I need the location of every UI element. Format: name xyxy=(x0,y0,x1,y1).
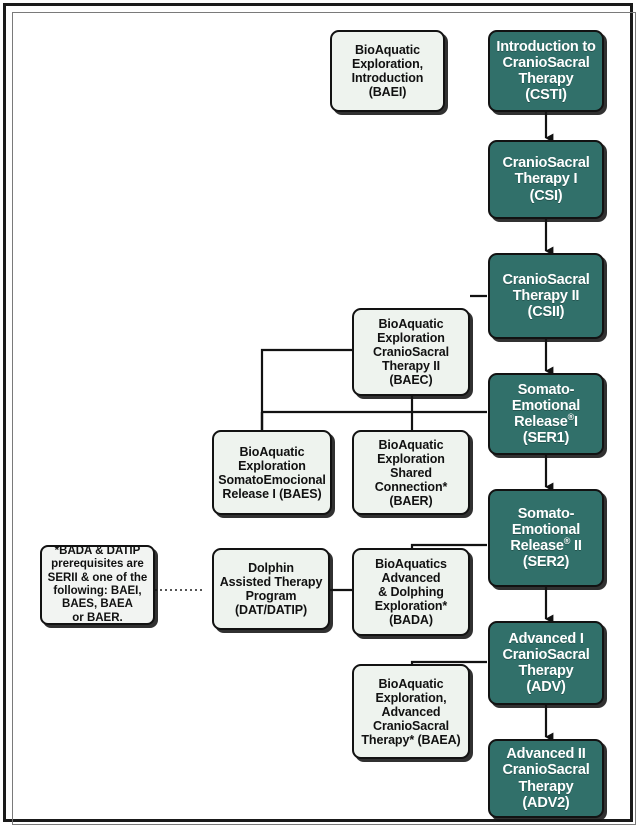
node-baec-label: BioAquaticExplorationCranioSacralTherapy… xyxy=(373,317,449,387)
node-baei[interactable]: BioAquaticExploration,Introduction(BAEI) xyxy=(330,30,445,112)
node-csi[interactable]: CranioSacralTherapy I(CSI) xyxy=(488,140,604,219)
node-baea[interactable]: BioAquaticExploration,AdvancedCranioSacr… xyxy=(352,664,470,759)
node-ser1-label: Somato-EmotionalRelease®I(SER1) xyxy=(511,381,581,447)
node-csii-label: CranioSacralTherapy II(CSII) xyxy=(502,271,590,321)
node-baei-label: BioAquaticExploration,Introduction(BAEI) xyxy=(351,43,424,99)
node-adv[interactable]: Advanced ICranioSacralTherapy(ADV) xyxy=(488,621,604,705)
node-csti-label: Introduction toCranioSacralTherapy(CSTI) xyxy=(496,38,596,104)
node-baer[interactable]: BioAquaticExplorationSharedConnection*(B… xyxy=(352,430,470,515)
node-csi-label: CranioSacralTherapy I(CSI) xyxy=(502,155,590,204)
node-baes-label: BioAquaticExplorationSomatoEmocionalRele… xyxy=(218,444,326,501)
node-csti[interactable]: Introduction toCranioSacralTherapy(CSTI) xyxy=(488,30,604,112)
node-adv-label: Advanced ICranioSacralTherapy(ADV) xyxy=(502,630,590,696)
node-baec[interactable]: BioAquaticExplorationCranioSacralTherapy… xyxy=(352,308,470,396)
node-adv2-label: Advanced IICranioSacralTherapy(ADV2) xyxy=(502,746,590,811)
node-dat-label: DolphinAssisted TherapyProgram(DAT/DATIP… xyxy=(219,561,323,617)
node-baer-label: BioAquaticExplorationSharedConnection*(B… xyxy=(374,437,448,508)
node-ser2-label: Somato-EmotionalRelease® II(SER2) xyxy=(510,505,582,571)
node-bada[interactable]: BioAquaticsAdvanced& DolphingExploration… xyxy=(352,548,470,636)
node-prerequisite-note-label: *BADA & DATIPprerequisites areSERII & on… xyxy=(47,545,148,624)
node-adv2[interactable]: Advanced IICranioSacralTherapy(ADV2) xyxy=(488,739,604,818)
node-dat[interactable]: DolphinAssisted TherapyProgram(DAT/DATIP… xyxy=(212,548,330,630)
node-ser2[interactable]: Somato-EmotionalRelease® II(SER2) xyxy=(488,489,604,587)
node-csii[interactable]: CranioSacralTherapy II(CSII) xyxy=(488,253,604,339)
node-baes[interactable]: BioAquaticExplorationSomatoEmocionalRele… xyxy=(212,430,332,515)
node-prerequisite-note: *BADA & DATIPprerequisites areSERII & on… xyxy=(40,545,155,625)
node-bada-label: BioAquaticsAdvanced& DolphingExploration… xyxy=(374,557,448,627)
node-ser1[interactable]: Somato-EmotionalRelease®I(SER1) xyxy=(488,373,604,455)
node-baea-label: BioAquaticExploration,AdvancedCranioSacr… xyxy=(361,676,461,747)
